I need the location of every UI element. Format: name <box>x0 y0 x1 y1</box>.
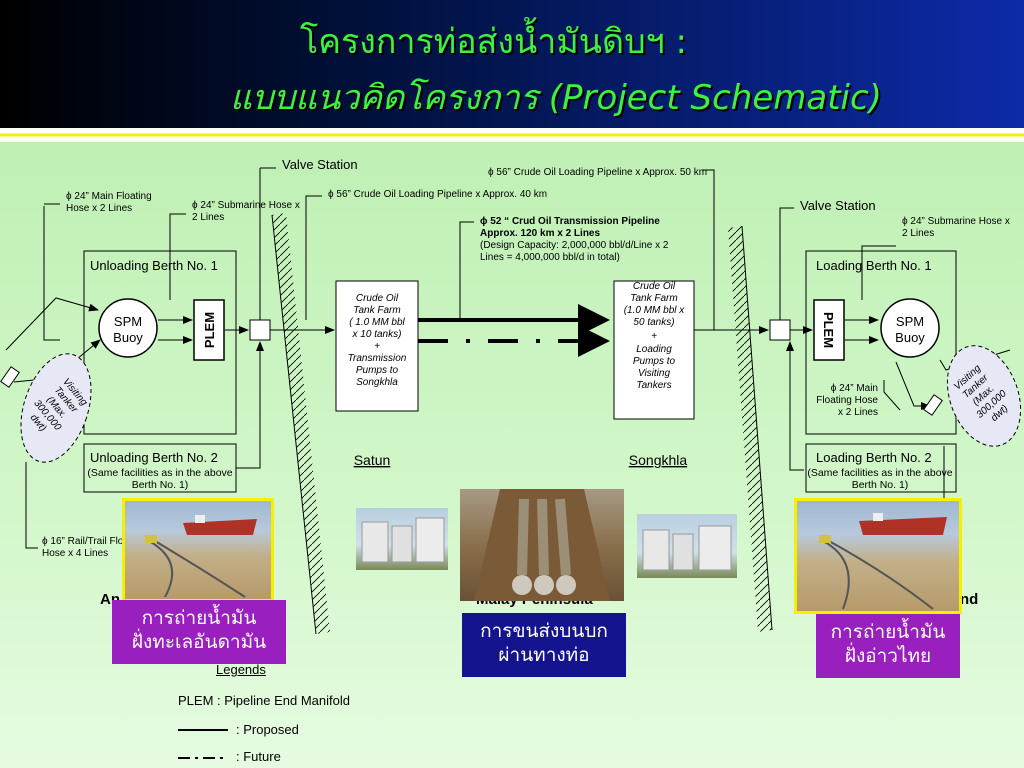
tank-farm-satun-text: Crude Oil <box>356 293 399 304</box>
project-schematic: Unloading Berth No. 1 SPM Buoy PLEM Valv… <box>0 157 1022 635</box>
tank-farm-songkhla-text: Crude Oil <box>633 281 676 292</box>
tank-farm-songkhla-text-2: Tank Farm <box>630 293 677 304</box>
main-floating-hose-label-2: Hose x 2 Lines <box>66 203 132 214</box>
plem-left <box>193 299 225 361</box>
valve-right <box>769 319 791 341</box>
caption-gulf-line1: การถ่ายน้ำมัน <box>830 621 946 643</box>
tank-farm-photo-satun <box>356 508 448 570</box>
page-title-subtitle: แบบแนวคิดโครงการ (Project Schematic) <box>230 78 882 118</box>
caption-land-transport: การขนส่งบนบก ผ่านทางท่อ <box>462 613 626 677</box>
legend-line-samples <box>178 729 228 759</box>
tank-farm-satun-text-6: Transmission <box>348 353 407 364</box>
loading-pipeline-50-label: ϕ 56” Crude Oil Loading Pipeline x Appro… <box>488 167 707 178</box>
valve-left <box>249 319 271 341</box>
tank-farm-satun-text-3: ( 1.0 MM bbl <box>349 317 405 328</box>
caption-gulf-line2: ฝั่งอ่าวไทย <box>844 645 932 667</box>
tank-farm-songkhla <box>613 280 695 420</box>
gulf-label: nd <box>960 591 978 608</box>
main-floating-hose-label: ϕ 24” Main Floating <box>66 191 152 202</box>
main-floating-hose-right-3: x 2 Lines <box>838 407 878 418</box>
pipeline-trench-photo <box>460 489 624 601</box>
main-floating-hose-right: ϕ 24” Main <box>831 383 878 394</box>
unloading-berth-2-label: Unloading Berth No. 2 <box>90 450 218 465</box>
caption-andaman-line1: การถ่ายน้ำมัน <box>141 607 257 629</box>
transmission-label-2: Approx. 120 km x 2 Lines <box>480 228 600 239</box>
loading-berth-2-note-2: Berth No. 1) <box>852 479 909 491</box>
valve-station-label-right: Valve Station <box>800 198 876 213</box>
submarine-hose-right-label: ϕ 24” Submarine Hose x <box>902 216 1010 227</box>
tank-farm-satun-text-5: + <box>374 341 380 352</box>
main-floating-hose-right-2: Floating Hose <box>816 395 878 406</box>
tank-farm-satun-text-7: Pumps to <box>356 365 399 376</box>
spm-buoy-left <box>98 298 158 358</box>
spm-label-left: SPM <box>114 314 142 329</box>
spm-buoy-right <box>880 298 940 358</box>
tank-farm-satun-text-4: x 10 tanks) <box>352 329 402 340</box>
plem-label-left: PLEM <box>202 312 217 348</box>
valve-station-label-left: Valve Station <box>282 157 358 172</box>
submarine-hose-left-label-2: 2 Lines <box>192 212 224 223</box>
title-banner <box>0 0 1024 128</box>
tank-farm-songkhla-text-3: (1.0 MM bbl x <box>624 305 686 316</box>
caption-land-line2: ผ่านทางท่อ <box>498 644 590 666</box>
page-title-thai: โครงการท่อส่งน้ำมันดิบฯ : <box>300 22 687 62</box>
unloading-berth-1-label: Unloading Berth No. 1 <box>90 258 218 273</box>
submarine-hose-right-label-2: 2 Lines <box>902 228 934 239</box>
unloading-berth-2-note: (Same facilities as in the above <box>87 467 232 479</box>
offshore-loading-illustration <box>794 498 962 614</box>
shoreline-right <box>728 226 772 632</box>
legend-plem: PLEM : Pipeline End Manifold <box>178 693 350 708</box>
loading-berth-2-box <box>805 443 957 493</box>
loading-pipeline-40-label: ϕ 56” Crude Oil Loading Pipeline x Appro… <box>328 189 547 200</box>
unloading-berth-1-box <box>83 250 237 435</box>
header-divider <box>0 128 1024 142</box>
loading-berth-2-label: Loading Berth No. 2 <box>816 450 932 465</box>
loading-berth-2-note: (Same facilities as in the above <box>807 467 952 479</box>
legend-proposed: : Proposed <box>236 722 299 737</box>
hose-end-left <box>0 366 20 388</box>
caption-andaman-unloading: การถ่ายน้ำมัน ฝั่งทะเลอันดามัน <box>112 600 286 664</box>
caption-andaman-line2: ฝั่งทะเลอันดามัน <box>131 631 267 653</box>
tank-farm-songkhla-text-5: + <box>651 331 657 342</box>
transmission-label: ϕ 52 “ Crud Oil Transmission Pipeline <box>480 216 660 227</box>
tank-farm-songkhla-text-7: Pumps to <box>633 356 676 367</box>
unloading-berth-2-note-2: Berth No. 1) <box>132 479 189 491</box>
transmission-label-4: Lines = 4,000,000 bbl/d in total) <box>480 252 620 263</box>
loading-berth-1-label: Loading Berth No. 1 <box>816 258 932 273</box>
buoy-label-left: Buoy <box>113 330 143 345</box>
tank-farm-satun-text-2: Tank Farm <box>353 305 400 316</box>
caption-land-line1: การขนส่งบนบก <box>480 620 608 642</box>
tank-farm-songkhla-text-6: Loading <box>636 344 672 355</box>
legend-future: : Future <box>236 749 281 764</box>
rail-hose-label-2: Hose x 4 Lines <box>42 548 108 559</box>
visiting-tanker-left <box>20 353 92 463</box>
legend-title: Legends <box>216 662 266 677</box>
tank-farm-songkhla-text-8: Visiting <box>638 368 670 379</box>
visiting-tanker-right <box>946 345 1022 447</box>
tank-farm-songkhla-text-4: 50 tanks) <box>633 317 674 328</box>
transmission-label-3: (Design Capacity: 2,000,000 bbl/d/Line x… <box>480 240 669 251</box>
shoreline-left <box>272 213 330 634</box>
hose-end-right <box>923 394 943 416</box>
plem-label-right: PLEM <box>821 312 836 348</box>
spm-label-right: SPM <box>896 314 924 329</box>
plem-right <box>813 299 845 361</box>
loading-berth-1-box <box>805 250 957 435</box>
buoy-label-right: Buoy <box>895 330 925 345</box>
tank-farm-photo-songkhla <box>637 514 737 578</box>
offshore-unloading-illustration <box>122 498 274 602</box>
rail-hose-label: ϕ 16” Rail/Trail Flo <box>42 536 124 547</box>
caption-gulf-loading: การถ่ายน้ำมัน ฝั่งอ่าวไทย <box>816 614 960 678</box>
submarine-hose-left-label: ϕ 24” Submarine Hose x <box>192 200 300 211</box>
tank-farm-satun-text-8: Songkhla <box>356 377 398 388</box>
songkhla-label: Songkhla <box>629 452 688 468</box>
tank-farm-satun <box>335 280 419 412</box>
tank-farm-songkhla-text-9: Tankers <box>636 380 671 391</box>
satun-label: Satun <box>354 452 391 468</box>
